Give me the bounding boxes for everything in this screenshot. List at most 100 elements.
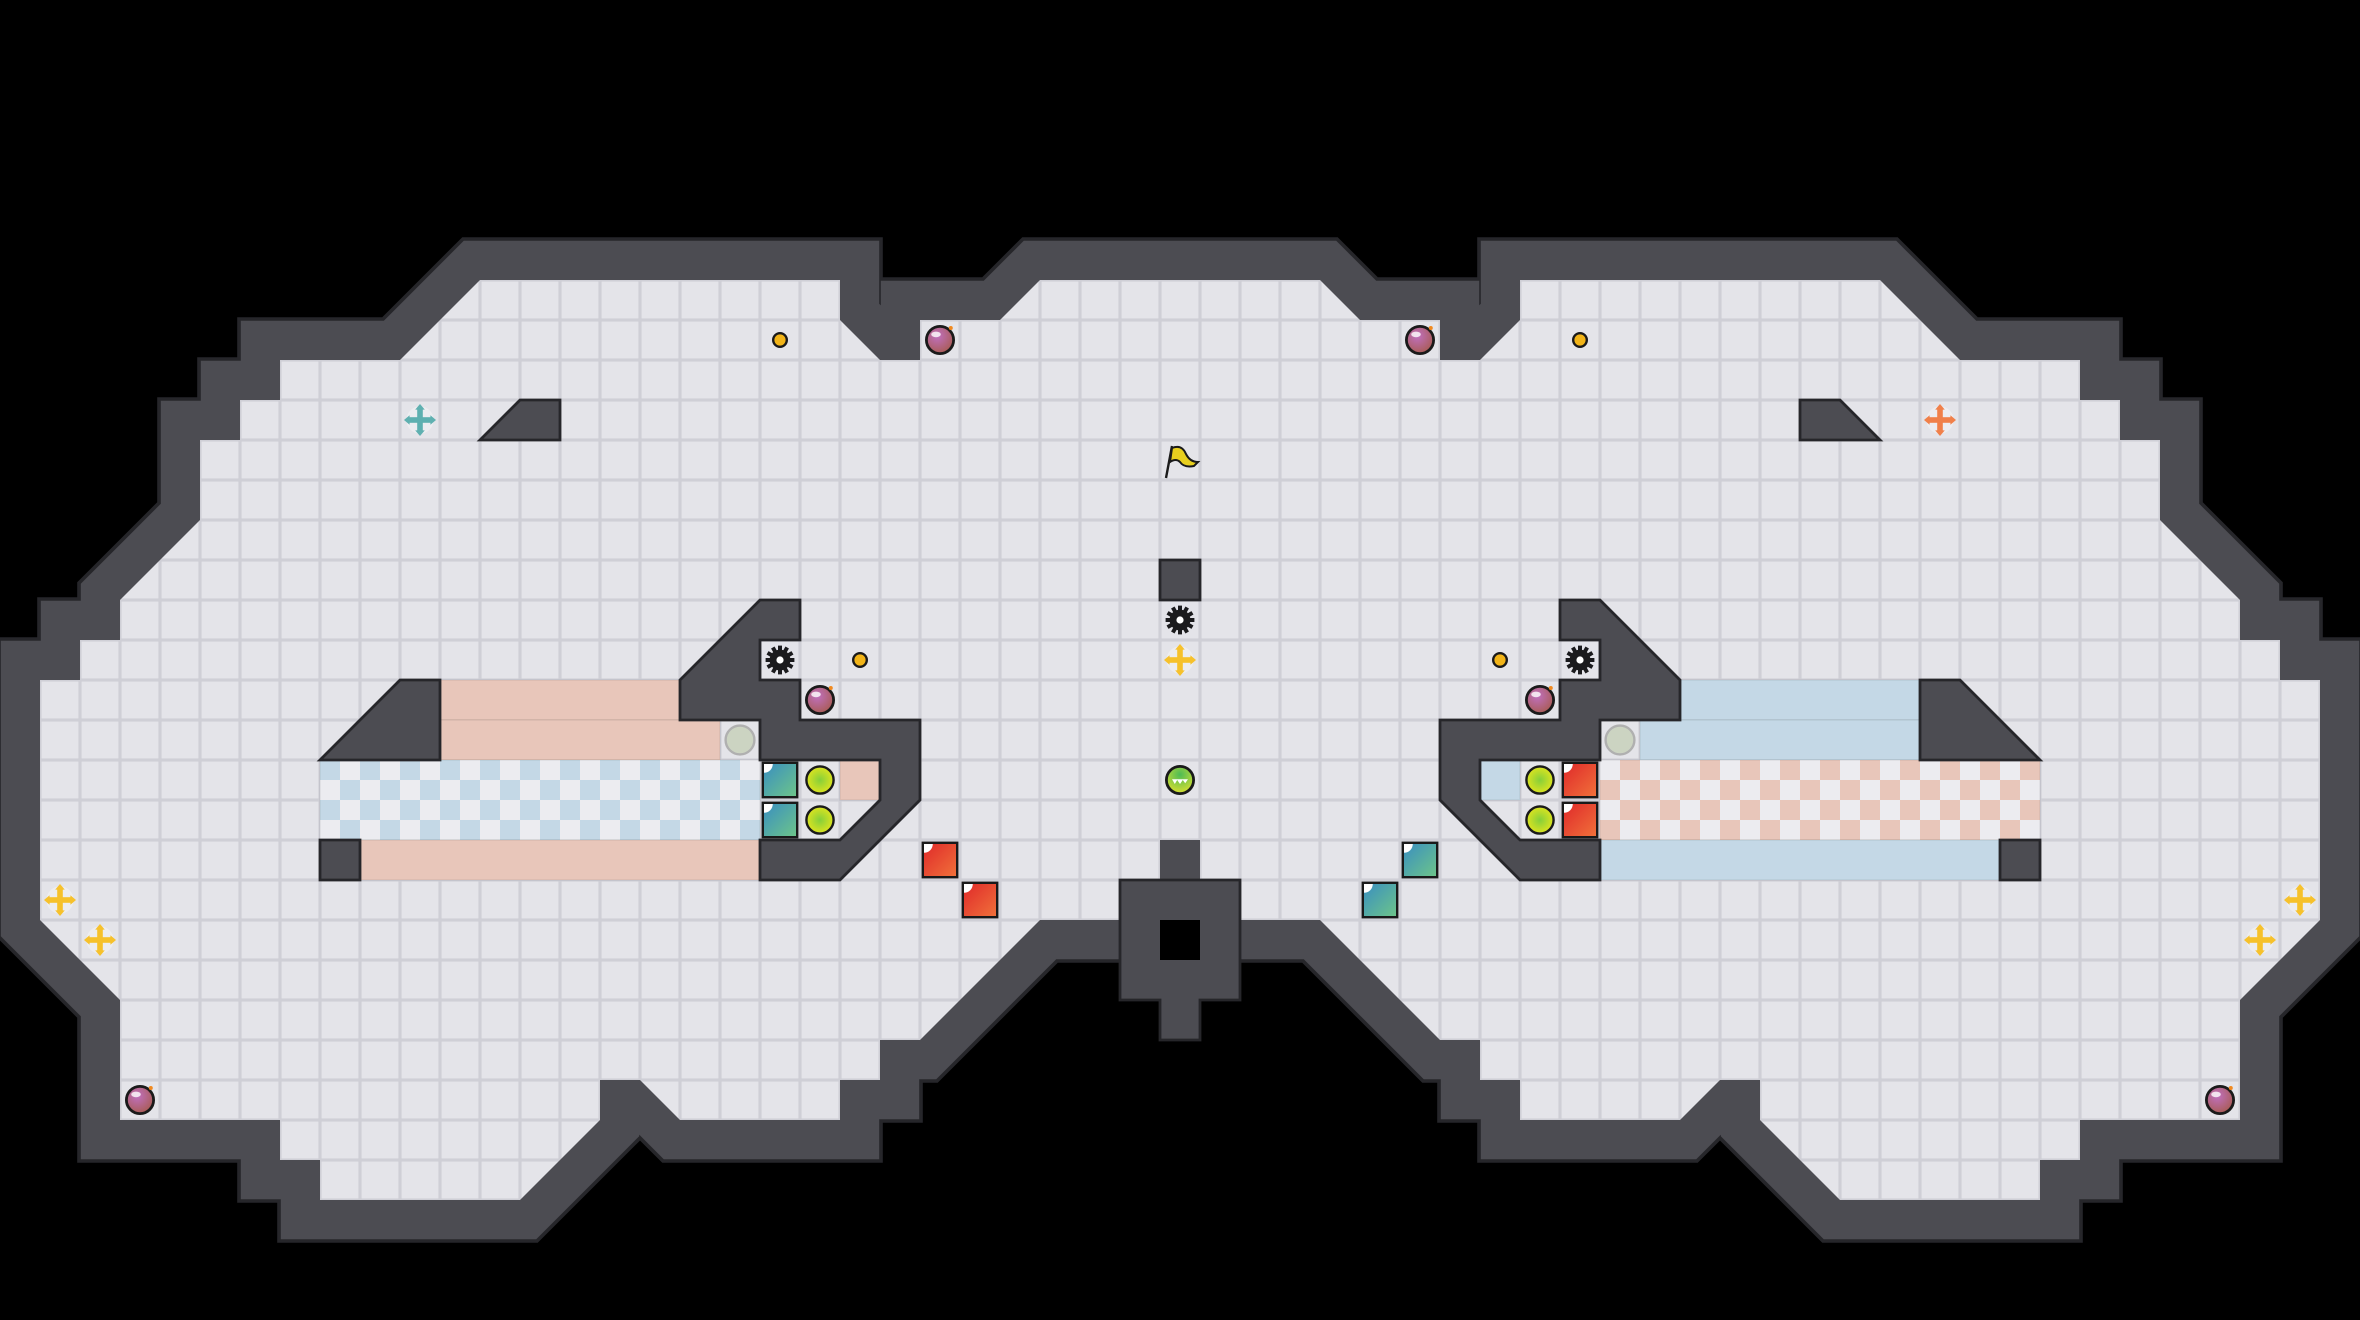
move-arrows-icon [44, 884, 76, 916]
arrow-head [1175, 670, 1185, 676]
coin-icon [771, 331, 788, 348]
bomb-fuse [2228, 1086, 2233, 1090]
bomb-body [924, 324, 956, 356]
player-ball [1164, 764, 1196, 796]
wall-ramp-left [476, 398, 562, 442]
arrow-head [1935, 404, 1945, 410]
bomb-shine [1411, 331, 1421, 338]
arrow-head [2244, 935, 2250, 945]
gear-hole [1176, 616, 1184, 624]
crate-shine [1404, 844, 1413, 853]
crate-shine [924, 844, 933, 853]
bomb-fuse [1428, 326, 1433, 330]
arrow-head [415, 404, 425, 410]
bomb-shine [811, 691, 821, 698]
coin-icon [851, 651, 868, 668]
arrow-head [2255, 924, 2265, 930]
bomb-icon [124, 1084, 156, 1116]
gear-icon [1565, 645, 1595, 675]
center-pit [1160, 920, 1200, 960]
red-crate [1561, 801, 1599, 839]
red-crate [921, 841, 959, 879]
teal-crate [761, 801, 799, 839]
arrow-head [44, 895, 50, 905]
arrow-head [2295, 910, 2305, 916]
blue-checker-zone [319, 759, 761, 841]
arrow-head [110, 935, 116, 945]
bomb-fuse [1548, 686, 1553, 690]
arrow-head [1175, 644, 1185, 650]
crate-shine [1364, 884, 1373, 893]
bomb-fuse [148, 1086, 153, 1090]
arrow-head [1190, 655, 1196, 665]
teal-crate [1361, 881, 1399, 919]
flag-cloth [1168, 445, 1201, 468]
blue-zone [1479, 759, 1521, 801]
center-wall-block [1158, 558, 1202, 602]
gear-icon [765, 645, 795, 675]
arrow-head [55, 884, 65, 890]
arrow-head [1164, 655, 1170, 665]
red-crate [961, 881, 999, 919]
coin-icon [1492, 651, 1509, 668]
pink-checker-zone [1599, 759, 2041, 841]
blue-zone [1639, 719, 1921, 761]
wall-structure-right [1438, 598, 1682, 882]
bomb-icon [1524, 684, 1556, 716]
crate-shine [764, 764, 773, 773]
arrow-head [84, 935, 90, 945]
wall-ramp-right [1798, 398, 1884, 442]
teal-crate [1401, 841, 1439, 879]
crate-shine [1564, 804, 1573, 813]
move-arrows-icon [404, 404, 436, 436]
bomb-body [1404, 324, 1436, 356]
arrow-head [415, 430, 425, 436]
move-arrows-icon [84, 924, 116, 956]
arrow-v [57, 888, 63, 912]
arrow-v [97, 928, 103, 952]
coin-icon [1572, 331, 1589, 348]
arrow-v [1177, 648, 1183, 672]
arrow-head [430, 415, 436, 425]
pink-zone [439, 719, 721, 761]
bomb-icon [1404, 324, 1436, 356]
wall-ramp-left [316, 678, 442, 762]
arrow-head [2284, 895, 2290, 905]
arrow-v [2297, 888, 2303, 912]
crate-shine [1564, 764, 1573, 773]
bomb-body [1524, 684, 1556, 716]
goal-flag-icon [1164, 445, 1201, 479]
move-arrows-icon [1924, 404, 1956, 436]
gear-icon [1165, 605, 1195, 635]
arrow-head [1935, 430, 1945, 436]
wall-ramp-right [1918, 678, 2044, 762]
bomb-shine [931, 331, 941, 338]
yellow-ball [1525, 805, 1555, 835]
bomb-icon [2204, 1084, 2236, 1116]
bomb-body [2204, 1084, 2236, 1116]
arrow-v [417, 408, 423, 432]
yellow-ball [805, 765, 835, 795]
wall-block-right [1998, 838, 2042, 882]
move-arrows-icon [2284, 884, 2316, 916]
gear-tooth [778, 645, 782, 652]
arrow-head [1950, 415, 1956, 425]
gear-hole [1576, 656, 1584, 664]
gear-tooth [1178, 628, 1182, 635]
bomb-fuse [948, 326, 953, 330]
bomb-icon [804, 684, 836, 716]
arrow-v [2257, 928, 2263, 952]
pink-zone [439, 679, 681, 721]
arrow-head [70, 895, 76, 905]
arrow-head [2270, 935, 2276, 945]
crate-shine [964, 884, 973, 893]
gear-hole [776, 656, 784, 664]
arrow-head [2255, 950, 2265, 956]
arrow-head [2295, 884, 2305, 890]
floor [40, 280, 2320, 1200]
bomb-shine [131, 1091, 141, 1098]
gear-tooth [778, 668, 782, 675]
red-crate [1561, 761, 1599, 799]
player-ball-teeth [1172, 779, 1188, 784]
